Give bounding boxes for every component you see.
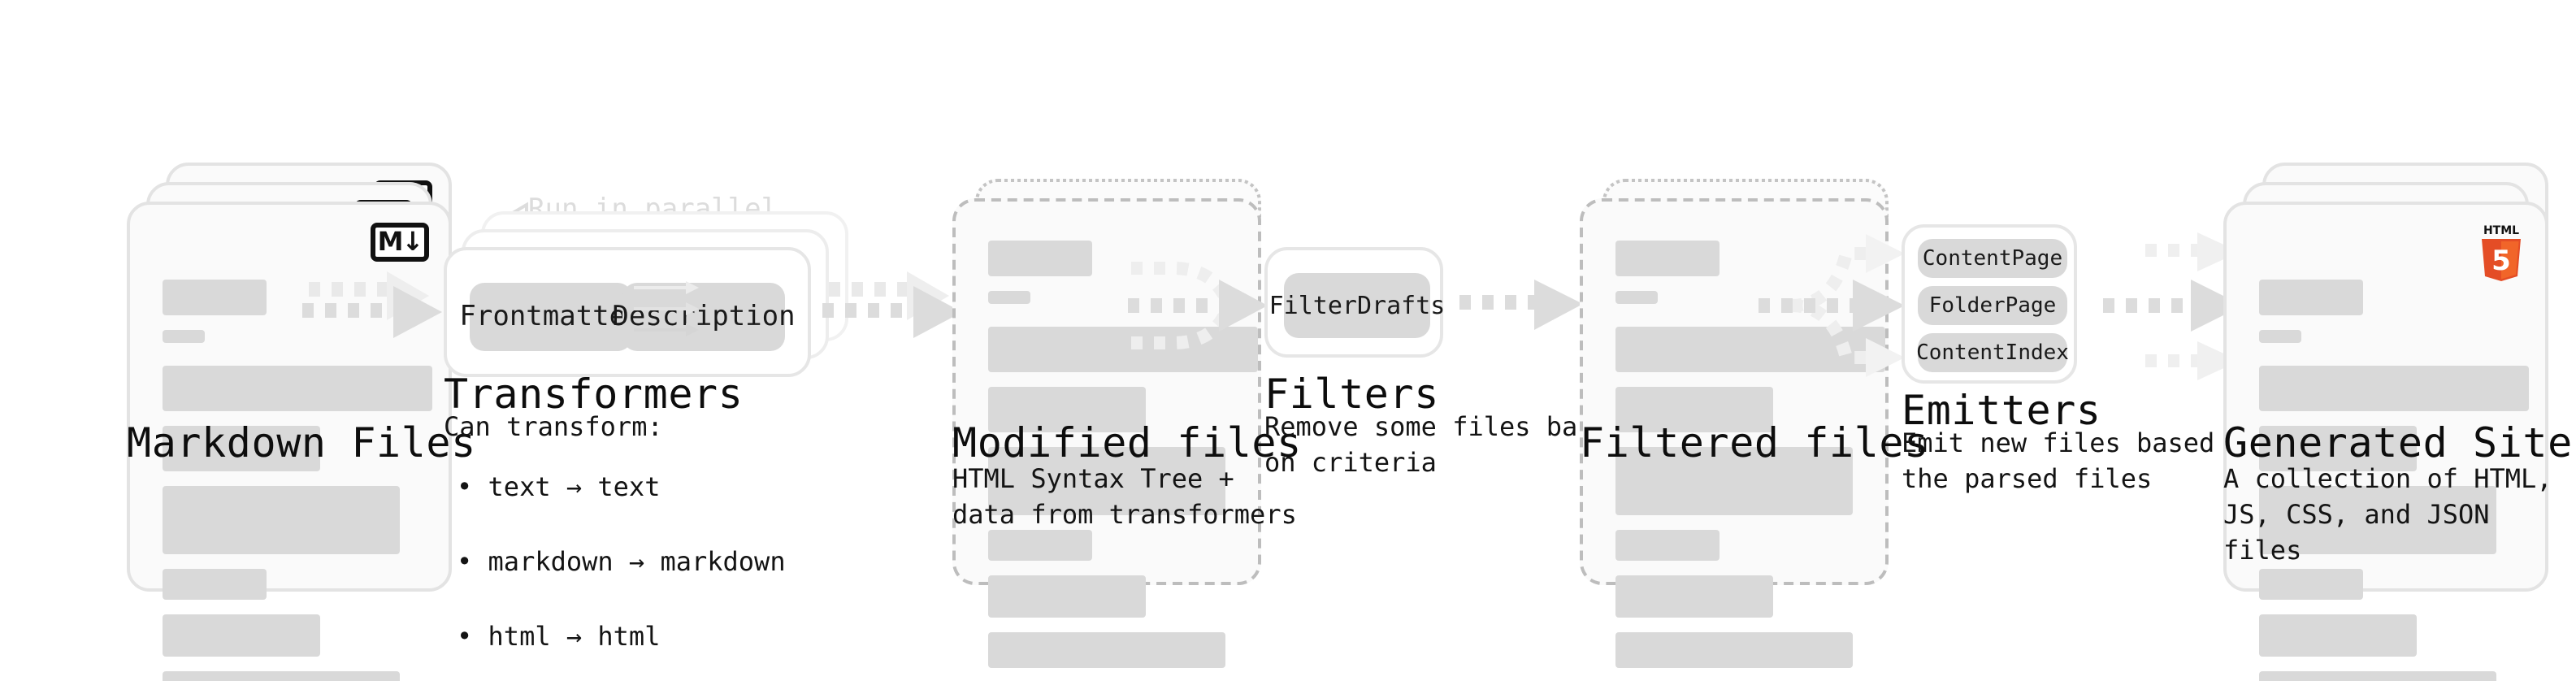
svg-text:HTML: HTML [2483,224,2519,237]
skeleton-bar [988,387,1146,432]
skeleton-bar [1615,291,1658,304]
skeleton-bar [163,366,432,411]
skeleton-bar [163,486,400,554]
doc-skeleton-rows [1615,241,1885,681]
stage-filtered-files [1580,179,1889,668]
stage-title-transformers: Transformers [444,371,744,418]
skeleton-bar [2259,569,2363,600]
html5-logo-icon: HTML 5 [2477,221,2526,281]
transformer-group-front: Frontmatter Description [444,247,811,377]
connector-transformers-to-modified [822,268,969,349]
skeleton-bar [988,447,1225,515]
connector-md-to-transformers [302,268,449,349]
connector-filters-to-filtered [1459,280,1589,338]
skeleton-bar [1615,530,1720,561]
pill-filterdrafts[interactable]: FilterDrafts [1269,273,1445,338]
connector-modified-to-filters [1128,252,1274,366]
skeleton-bar [988,291,1030,304]
skeleton-bar [2259,614,2417,657]
skeleton-bar [1615,387,1773,432]
pill-contentindex[interactable]: ContentIndex [1916,333,2069,372]
doc-card-front [1580,198,1889,668]
doc-card-front: HTML 5 [2223,202,2548,681]
stage-title-filters: Filters [1264,371,1439,418]
connector-emitters-to-site [2103,231,2249,380]
pill-folderpage[interactable]: FolderPage [1918,286,2067,325]
pill-contentpage[interactable]: ContentPage [1918,239,2067,278]
skeleton-bar [1615,241,1720,276]
skeleton-bar [1615,447,1853,515]
skeleton-bar [2259,671,2496,681]
doc-card-front [952,198,1261,668]
stage-title-modified-files: Modified files [952,419,1302,466]
stage-caption-transformers: Can transform: [444,411,663,442]
skeleton-bar [163,426,320,471]
bullet-markdown: • markdown → markdown [457,546,786,577]
skeleton-bar [1615,632,1853,668]
bullet-html: • html → html [457,621,661,652]
skeleton-bar [2259,280,2363,315]
skeleton-bar [163,569,267,600]
doc-skeleton-rows [2259,280,2529,681]
markdown-logo-icon: M↓ [371,223,429,262]
skeleton-bar [163,614,320,657]
stage-generated-site: CSS HTML 5 [2223,163,2548,681]
bullet-text: • text → text [457,471,661,502]
stage-transformers: Frontmatter Description [444,211,848,377]
stage-filters: FilterDrafts [1264,247,1445,358]
skeleton-bar [1615,575,1773,618]
stage-caption-modified-files: HTML Syntax Tree + data from transformer… [952,463,1297,530]
stage-title-emitters: Emitters [1902,387,2101,434]
skeleton-bar [163,280,267,315]
doc-skeleton-rows [163,280,432,681]
stage-modified-files [952,179,1261,668]
skeleton-bar [988,327,1258,372]
stage-caption-filters: Remove some files based on criteria [1264,411,1624,478]
svg-text:5: 5 [2491,245,2511,277]
stage-markdown-files: M↓ M↓ M↓ [127,163,452,681]
skeleton-bar [163,330,205,343]
skeleton-bar [988,530,1092,561]
transform-bullet-list: • text → text • markdown → markdown • ht… [457,431,786,681]
skeleton-bar [163,671,400,681]
pill-frontmatter[interactable]: Frontmatter [459,283,643,351]
stage-title-generated-site: Generated Site [2223,419,2573,466]
stage-title-filtered-files: Filtered files [1580,419,1929,466]
skeleton-bar [2259,330,2301,343]
stage-caption-emitters: Emit new files based on the parsed files [1902,427,2262,494]
skeleton-bar [988,241,1092,276]
stage-title-markdown-files: Markdown Files [127,419,476,466]
doc-card-front: M↓ [127,202,452,681]
skeleton-bar [988,575,1146,618]
skeleton-bar [988,632,1225,668]
stage-caption-generated-site: A collection of HTML, JS, CSS, and JSON … [2223,463,2552,566]
doc-skeleton-rows [988,241,1258,681]
skeleton-bar [2259,366,2529,411]
transformer-inner-arrows [634,280,705,345]
skeleton-bar [2259,486,2496,554]
stage-emitters: ContentPage FolderPage ContentIndex [1902,224,2077,384]
connector-filtered-to-emitters [1759,228,1915,390]
pill-description[interactable]: Description [612,283,796,351]
skeleton-bar [2259,426,2417,471]
